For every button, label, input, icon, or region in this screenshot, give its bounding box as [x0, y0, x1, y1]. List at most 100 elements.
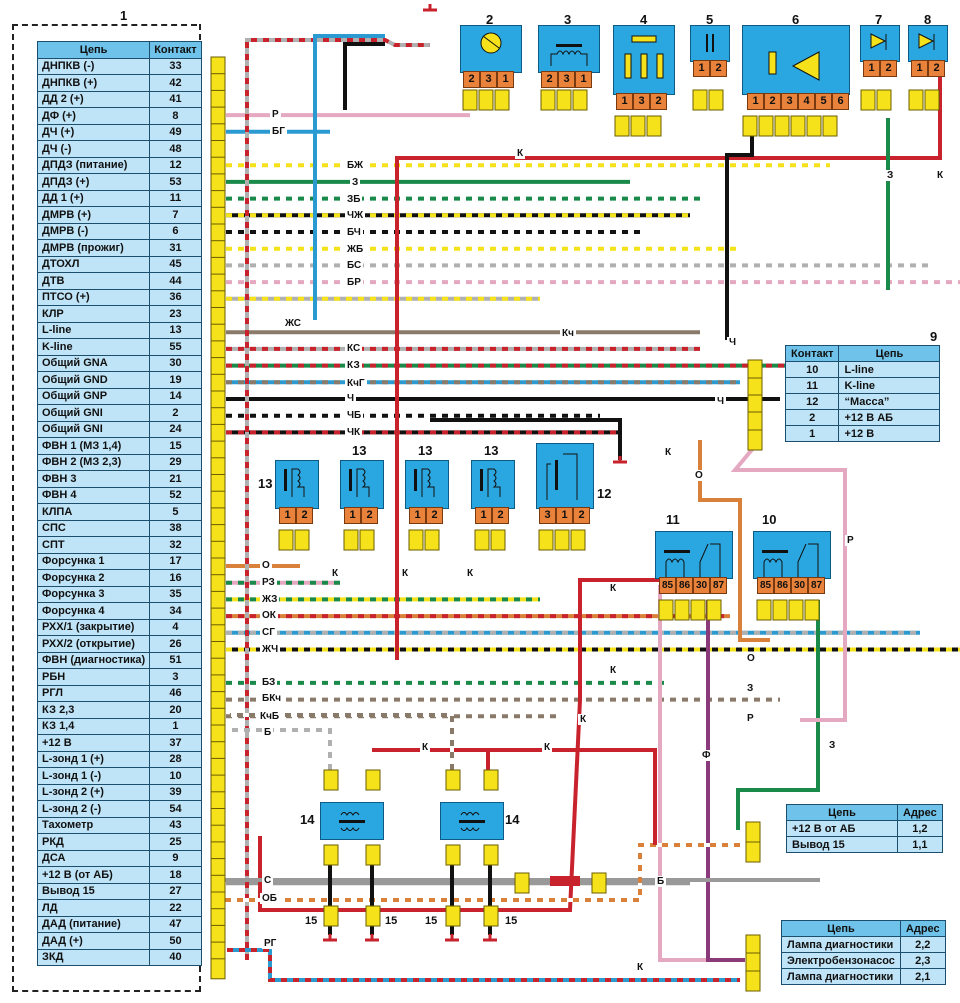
address: 1,2 [897, 820, 943, 837]
fuse-connector-plug-icon[interactable] [514, 872, 530, 894]
component-13a-injector[interactable] [275, 460, 319, 509]
sensor-connector-plug-icon[interactable] [646, 115, 662, 137]
wire-color-label: БЖ [345, 160, 365, 171]
relay-connector-plug-icon[interactable] [772, 599, 788, 621]
thermistor-symbol-icon [918, 33, 935, 50]
actuator-connector-plug-icon[interactable] [294, 529, 310, 551]
component-8-temp-sensor[interactable] [908, 25, 948, 62]
circuit-name: L-зонд 2 (-) [36, 800, 151, 818]
sensor-connector-plug-icon[interactable] [614, 115, 630, 137]
sensor-connector-plug-icon[interactable] [908, 89, 924, 111]
sensor-connector-plug-icon[interactable] [540, 89, 556, 111]
power-connector-plug-icon[interactable] [745, 821, 761, 843]
actuator-connector-plug-icon[interactable] [424, 529, 440, 551]
dash-connector-plug-icon[interactable] [745, 970, 761, 992]
ecu-pin-row: ДМРВ (прожиг)31 [36, 239, 202, 257]
diag-connector-number: 9 [930, 329, 938, 344]
component-6-maf-sensor[interactable] [742, 25, 850, 95]
component-13c-injector[interactable] [405, 460, 449, 509]
relay-connector-plug-icon[interactable] [756, 599, 772, 621]
address: 2,2 [899, 936, 946, 953]
circuit: +12 В от АБ [786, 820, 898, 837]
component-5-knock-sensor[interactable] [690, 25, 730, 62]
sensor-connector-plug-icon[interactable] [478, 89, 494, 111]
diag-connector-plug-icon[interactable] [747, 429, 763, 451]
actuator-connector-plug-icon[interactable] [490, 529, 506, 551]
pin: 87 [710, 577, 727, 594]
sensor-connector-plug-icon[interactable] [774, 115, 790, 137]
spark-plug-connector-icon[interactable] [365, 905, 381, 927]
component-14b-ignition-coil[interactable] [440, 802, 504, 840]
relay-connector-plug-icon[interactable] [804, 599, 820, 621]
component-13b-injector[interactable] [340, 460, 384, 509]
relay-connector-plug-icon[interactable] [674, 599, 690, 621]
sensor-connector-plug-icon[interactable] [556, 89, 572, 111]
coil-connector-plug-icon[interactable] [323, 769, 339, 791]
component-7-temp-sensor[interactable] [860, 25, 900, 62]
component-12-canister-valve[interactable] [536, 443, 594, 509]
coil-connector-plug-icon[interactable] [483, 844, 499, 866]
coil-connector-plug-icon[interactable] [445, 769, 461, 791]
actuator-connector-plug-icon[interactable] [278, 529, 294, 551]
coil-connector-plug-icon[interactable] [323, 844, 339, 866]
sensor-connector-plug-icon[interactable] [758, 115, 774, 137]
relay-connector-plug-icon[interactable] [658, 599, 674, 621]
component-3-sensor[interactable] [538, 25, 600, 73]
pin: 2 [492, 507, 509, 524]
actuator-connector-plug-icon[interactable] [408, 529, 424, 551]
actuator-connector-plug-icon[interactable] [538, 529, 554, 551]
coil-connector-plug-icon[interactable] [483, 769, 499, 791]
component-4-throttle-sensor[interactable] [613, 25, 675, 95]
relay-connector-plug-icon[interactable] [706, 599, 722, 621]
sensor-connector-plug-icon[interactable] [742, 115, 758, 137]
sensor-connector-plug-icon[interactable] [822, 115, 838, 137]
sensor-connector-plug-icon[interactable] [860, 89, 876, 111]
sensor-connector-plug-icon[interactable] [462, 89, 478, 111]
relay-connector-plug-icon[interactable] [690, 599, 706, 621]
diag-connector-plug-icon[interactable] [747, 411, 763, 433]
power-connector-plug-icon[interactable] [745, 841, 761, 863]
sensor-connector-plug-icon[interactable] [630, 115, 646, 137]
fuse-connector-plug-icon[interactable] [591, 872, 607, 894]
ecu-pin-row: ФВН 1 (МЗ 1,4)15 [36, 437, 202, 455]
sensor-connector-plug-icon[interactable] [806, 115, 822, 137]
actuator-connector-plug-icon[interactable] [343, 529, 359, 551]
sensor-connector-plug-icon[interactable] [692, 89, 708, 111]
dash-connector-plug-icon[interactable] [745, 934, 761, 956]
sensor-connector-plug-icon[interactable] [572, 89, 588, 111]
pin: 3 [480, 71, 497, 88]
component-13d-injector[interactable] [471, 460, 515, 509]
sensor-connector-plug-icon[interactable] [494, 89, 510, 111]
spark-plug-connector-icon[interactable] [483, 905, 499, 927]
component-13d-number: 13 [484, 443, 499, 458]
pin: 1 [575, 71, 592, 88]
dash-connector-plug-icon[interactable] [745, 952, 761, 974]
wire-color-label: Ч [345, 393, 357, 404]
coil-connector-plug-icon[interactable] [365, 769, 381, 791]
component-10-relay[interactable] [753, 531, 831, 579]
coil-connector-plug-icon[interactable] [445, 844, 461, 866]
sensor-connector-plug-icon[interactable] [876, 89, 892, 111]
sensor-connector-plug-icon[interactable] [790, 115, 806, 137]
spark-plug-connector-icon[interactable] [445, 905, 461, 927]
spark-plug-connector-icon[interactable] [323, 905, 339, 927]
actuator-connector-plug-icon[interactable] [474, 529, 490, 551]
coil-connector-plug-icon[interactable] [365, 844, 381, 866]
sensor-connector-plug-icon[interactable] [924, 89, 940, 111]
ecu-connector-plug-icon[interactable] [210, 958, 226, 980]
ground-symbol-icon [365, 934, 379, 942]
sensor-connector-plug-icon[interactable] [708, 89, 724, 111]
actuator-connector-plug-icon[interactable] [359, 529, 375, 551]
actuator-connector-plug-icon[interactable] [554, 529, 570, 551]
component-11-relay[interactable] [655, 531, 733, 579]
component-2-idle-valve[interactable] [460, 25, 522, 73]
coil-symbol-icon [550, 44, 588, 66]
solenoid-icon [480, 468, 501, 497]
diag-connector-plug-icon[interactable] [747, 359, 763, 381]
component-14a-ignition-coil[interactable] [320, 802, 384, 840]
piezo-symbol-icon [706, 34, 714, 52]
actuator-connector-plug-icon[interactable] [570, 529, 586, 551]
relay-connector-plug-icon[interactable] [788, 599, 804, 621]
